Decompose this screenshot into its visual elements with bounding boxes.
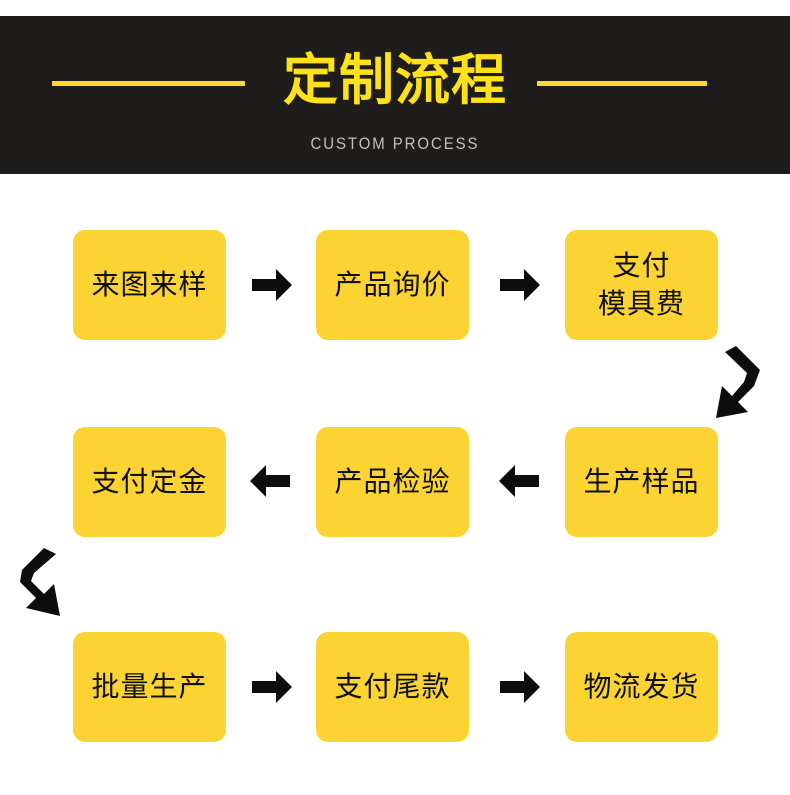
- header-banner: 定制流程 CUSTOM PROCESS: [0, 16, 790, 174]
- title-rule-right: [537, 81, 707, 86]
- arrow-right-icon-2: [498, 265, 542, 305]
- arrow-left-icon-2: [497, 461, 541, 501]
- curved-arrow-down-right-icon: [8, 542, 84, 626]
- process-step-7[interactable]: 批量生产: [73, 632, 226, 742]
- process-step-1[interactable]: 来图来样: [73, 230, 226, 340]
- process-step-3[interactable]: 支付 模具费: [565, 230, 718, 340]
- arrow-right-icon-4: [498, 667, 542, 707]
- arrow-left-icon-1: [248, 461, 292, 501]
- page-subtitle: CUSTOM PROCESS: [310, 134, 480, 153]
- process-step-8[interactable]: 支付尾款: [316, 632, 469, 742]
- title-rule-left: [52, 81, 245, 86]
- title-row: 定制流程: [0, 48, 790, 114]
- process-step-2[interactable]: 产品询价: [316, 230, 469, 340]
- process-step-4[interactable]: 生产样品: [565, 427, 718, 537]
- page-title: 定制流程: [282, 48, 507, 112]
- arrow-right-icon-3: [250, 667, 294, 707]
- process-step-9[interactable]: 物流发货: [565, 632, 718, 742]
- process-step-6[interactable]: 支付定金: [73, 427, 226, 537]
- arrow-right-icon-1: [250, 265, 294, 305]
- curved-arrow-down-left-icon: [714, 340, 790, 424]
- process-step-5[interactable]: 产品检验: [316, 427, 469, 537]
